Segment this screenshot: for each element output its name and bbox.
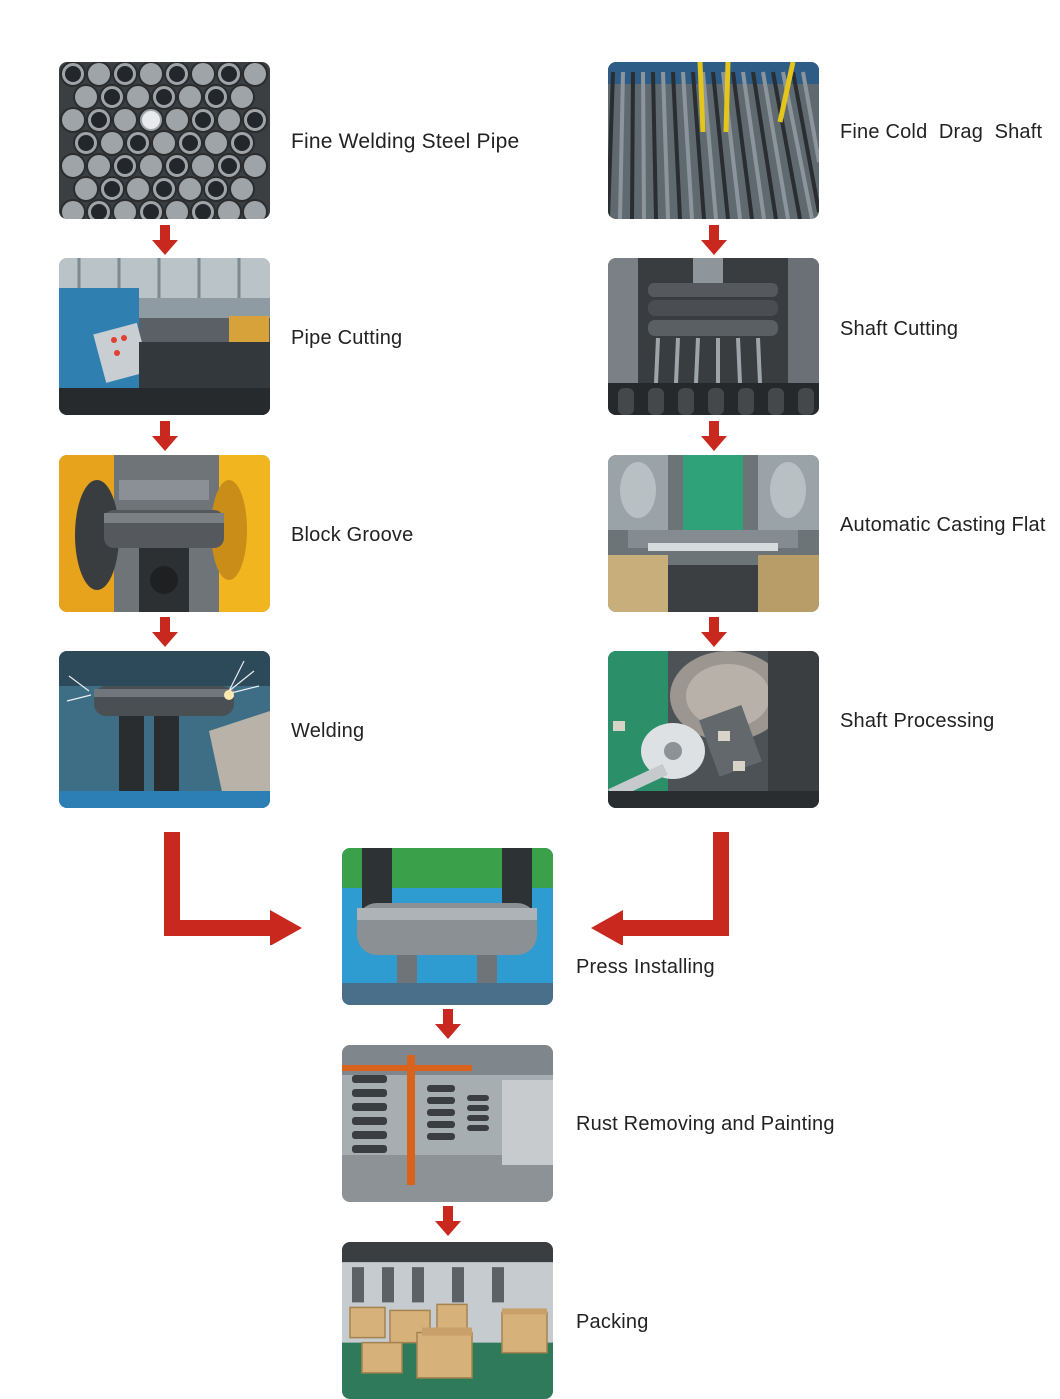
- arrow-down-icon: [435, 1206, 461, 1236]
- step-label-rust-removing-and-painting: Rust Removing and Painting: [576, 1113, 835, 1136]
- step-label-welding: Welding: [291, 720, 364, 743]
- step-label-press-installing: Press Installing: [576, 956, 715, 979]
- step-label-shaft-cutting: Shaft Cutting: [840, 318, 958, 341]
- photo-block-groove: [59, 455, 270, 612]
- arrow-down-icon: [435, 1009, 461, 1039]
- arrow-down-icon: [701, 617, 727, 647]
- step-label-pipe-cutting: Pipe Cutting: [291, 327, 402, 350]
- merge-arrow-left-icon: [160, 830, 305, 945]
- step-label-shaft-processing: Shaft Processing: [840, 710, 994, 733]
- step-label-automatic-casting-flat: Automatic Casting Flat: [840, 514, 1046, 537]
- photo-pipe-cutting: [59, 258, 270, 415]
- arrow-down-icon: [701, 421, 727, 451]
- photo-press-installing: [342, 848, 553, 1005]
- arrow-down-icon: [152, 225, 178, 255]
- photo-rust-removing-and-painting: [342, 1045, 553, 1202]
- arrow-down-icon: [152, 421, 178, 451]
- photo-shaft-cutting: [608, 258, 819, 415]
- step-label-fine-welding-steel-pipe: Fine Welding Steel Pipe: [291, 130, 519, 154]
- photo-packing: [342, 1242, 553, 1399]
- step-label-fine-cold-drag-shaft: Fine Cold Drag Shaft: [840, 121, 1042, 144]
- photo-shaft-processing: [608, 651, 819, 808]
- merge-arrow-right-icon: [588, 830, 733, 945]
- step-label-packing: Packing: [576, 1311, 649, 1334]
- photo-automatic-casting-flat: [608, 455, 819, 612]
- photo-fine-welding-steel-pipe: [59, 62, 270, 219]
- photo-fine-cold-drag-shaft: [608, 62, 819, 219]
- photo-welding: [59, 651, 270, 808]
- step-label-block-groove: Block Groove: [291, 524, 413, 547]
- arrow-down-icon: [152, 617, 178, 647]
- arrow-down-icon: [701, 225, 727, 255]
